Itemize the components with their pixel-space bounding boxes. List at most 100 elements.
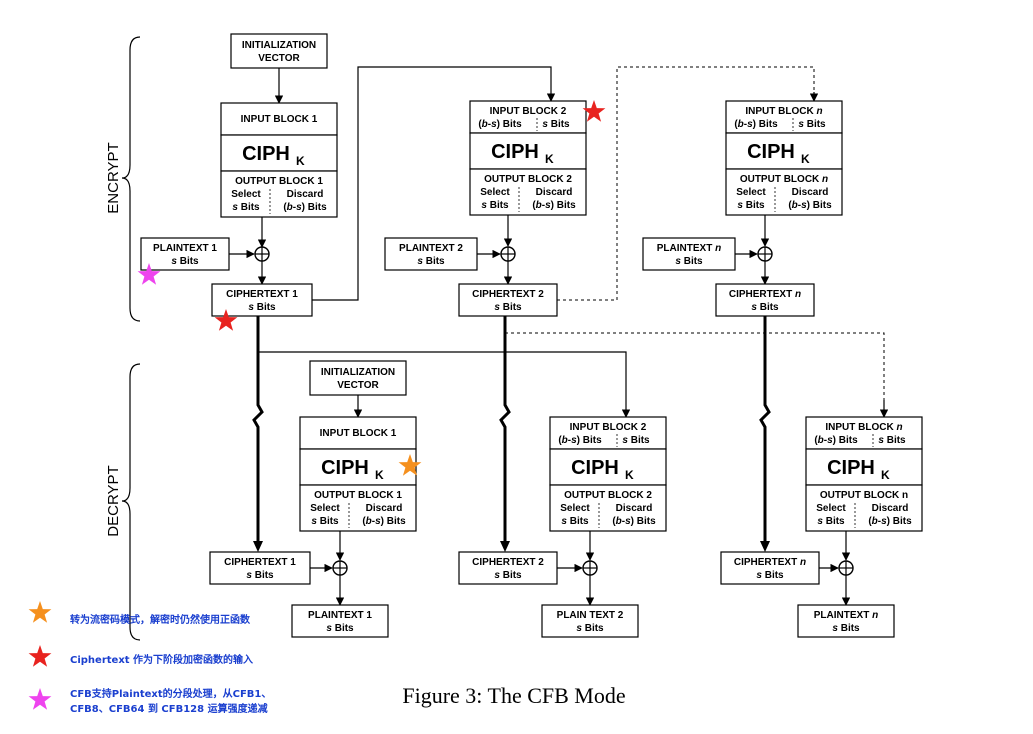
svg-text:s Bits: s Bits: [561, 516, 589, 527]
annotation-orange: 转为流密码模式，解密时仍然使用正函数: [70, 613, 251, 626]
svg-text:s Bits: s Bits: [675, 256, 703, 267]
svg-text:Select: Select: [310, 503, 340, 514]
svg-text:s Bits: s Bits: [248, 302, 276, 313]
svg-text:Select: Select: [560, 503, 590, 514]
orange-star-icon: [28, 601, 52, 623]
svg-text:CIPHERTEXT 1: CIPHERTEXT 1: [226, 289, 298, 300]
dec-cipher-block-1: INPUT BLOCK 1 CIPH K OUTPUT BLOCK 1 Sele…: [299, 416, 417, 532]
dec-plaintext-n: PLAINTEXT n s Bits: [797, 604, 895, 638]
svg-text:Discard: Discard: [536, 187, 573, 198]
svg-text:(b-s) Bits: (b-s) Bits: [734, 119, 778, 130]
enc-iv-box: INITIALIZATION VECTOR: [230, 33, 328, 69]
transmit-cn: [759, 316, 771, 544]
svg-text:K: K: [625, 468, 634, 482]
enc-cipher-block-n: INPUT BLOCK n (b-s) Bits s Bits CIPH K O…: [725, 100, 843, 216]
svg-text:s Bits: s Bits: [171, 256, 199, 267]
encrypt-label: ENCRYPT: [105, 142, 122, 213]
svg-text:s Bits: s Bits: [817, 516, 845, 527]
svg-text:(b-s) Bits: (b-s) Bits: [814, 435, 858, 446]
red-star-icon: [28, 645, 52, 667]
dec-plaintext-2: PLAIN TEXT 2 s Bits: [541, 604, 639, 638]
svg-text:OUTPUT BLOCK 2: OUTPUT BLOCK 2: [564, 490, 652, 501]
enc-xor-1: [254, 246, 270, 262]
svg-text:(b-s) Bits: (b-s) Bits: [612, 516, 656, 527]
svg-text:INPUT BLOCK n: INPUT BLOCK n: [745, 106, 822, 117]
svg-text:(b-s) Bits: (b-s) Bits: [283, 202, 327, 213]
svg-text:CIPH: CIPH: [321, 457, 369, 479]
svg-text:Select: Select: [231, 189, 261, 200]
transmit-c2: [499, 316, 511, 544]
dec-xor-2: [582, 560, 598, 576]
svg-text:s Bits: s Bits: [798, 119, 826, 130]
svg-text:CIPH: CIPH: [242, 143, 290, 165]
dec-xor-1: [332, 560, 348, 576]
svg-text:CIPHERTEXT n: CIPHERTEXT n: [734, 557, 806, 568]
svg-text:s Bits: s Bits: [878, 435, 906, 446]
enc-cipher-block-1: INPUT BLOCK 1 CIPH K OUTPUT BLOCK 1 Sele…: [220, 102, 338, 218]
dec-xor-n: [838, 560, 854, 576]
svg-text:CIPHERTEXT 2: CIPHERTEXT 2: [472, 289, 544, 300]
svg-text:s Bits: s Bits: [246, 570, 274, 581]
svg-text:INPUT BLOCK n: INPUT BLOCK n: [825, 422, 902, 433]
dec-cipher-block-n: INPUT BLOCK n (b-s) Bits s Bits CIPH K O…: [805, 416, 923, 532]
svg-text:PLAINTEXT n: PLAINTEXT n: [814, 610, 878, 621]
svg-text:K: K: [881, 468, 890, 482]
svg-text:s Bits: s Bits: [417, 256, 445, 267]
svg-text:(b-s) Bits: (b-s) Bits: [532, 200, 576, 211]
svg-text:PLAINTEXT n: PLAINTEXT n: [657, 243, 721, 254]
decrypt-brace: [121, 363, 141, 641]
decrypt-label: DECRYPT: [105, 465, 122, 536]
svg-text:s Bits: s Bits: [756, 570, 784, 581]
enc-ciphertext-1: CIPHERTEXT 1 s Bits: [211, 283, 313, 317]
figure-caption: Figure 3: The CFB Mode: [402, 683, 625, 708]
svg-text:s Bits: s Bits: [751, 302, 779, 313]
svg-text:K: K: [375, 468, 384, 482]
svg-text:CIPHERTEXT n: CIPHERTEXT n: [729, 289, 801, 300]
dec-ciphertext-1: CIPHERTEXT 1 s Bits: [209, 551, 311, 585]
svg-text:Discard: Discard: [872, 503, 909, 514]
annotation-magenta-line2: CFB8、CFB64 到 CFB128 运算强度递减: [70, 702, 268, 715]
enc-plaintext-n: PLAINTEXT n s Bits: [642, 237, 736, 271]
svg-text:s Bits: s Bits: [737, 200, 765, 211]
svg-text:CIPH: CIPH: [827, 457, 875, 479]
dec-iv-box: INITIALIZATION VECTOR: [309, 360, 407, 396]
svg-text:s Bits: s Bits: [622, 435, 650, 446]
svg-text:OUTPUT BLOCK n: OUTPUT BLOCK n: [820, 490, 908, 501]
svg-text:K: K: [801, 152, 810, 166]
svg-text:OUTPUT BLOCK 1: OUTPUT BLOCK 1: [235, 176, 323, 187]
svg-text:s Bits: s Bits: [542, 119, 570, 130]
svg-text:OUTPUT BLOCK n: OUTPUT BLOCK n: [740, 174, 828, 185]
enc-cipher-block-2: INPUT BLOCK 2 (b-s) Bits s Bits CIPH K O…: [469, 100, 587, 216]
svg-text:PLAINTEXT 2: PLAINTEXT 2: [399, 243, 463, 254]
dec-plaintext-1: PLAINTEXT 1 s Bits: [291, 604, 389, 638]
svg-text:Discard: Discard: [287, 189, 324, 200]
svg-text:Select: Select: [736, 187, 766, 198]
enc-ciphertext-n: CIPHERTEXT n s Bits: [715, 283, 815, 317]
svg-text:INPUT BLOCK 2: INPUT BLOCK 2: [570, 422, 647, 433]
svg-text:(b-s) Bits: (b-s) Bits: [558, 435, 602, 446]
svg-text:INPUT BLOCK 1: INPUT BLOCK 1: [320, 428, 397, 439]
annotation-magenta-line1: CFB支持Plaintext的分段处理，从CFB1、: [70, 687, 271, 700]
svg-text:s Bits: s Bits: [326, 623, 354, 634]
enc-ciphertext-2: CIPHERTEXT 2 s Bits: [458, 283, 558, 317]
svg-text:PLAIN TEXT 2: PLAIN TEXT 2: [557, 610, 624, 621]
magenta-star-icon: [28, 688, 52, 710]
svg-text:CIPH: CIPH: [747, 141, 795, 163]
enc-xor-n: [757, 246, 773, 262]
svg-text:s Bits: s Bits: [832, 623, 860, 634]
svg-text:INPUT BLOCK 2: INPUT BLOCK 2: [490, 106, 567, 117]
dec-cipher-block-2: INPUT BLOCK 2 (b-s) Bits s Bits CIPH K O…: [549, 416, 667, 532]
svg-text:Discard: Discard: [366, 503, 403, 514]
svg-text:PLAINTEXT 1: PLAINTEXT 1: [308, 610, 372, 621]
svg-text:CIPHERTEXT 2: CIPHERTEXT 2: [472, 557, 544, 568]
dec-ciphertext-2: CIPHERTEXT 2 s Bits: [458, 551, 558, 585]
svg-text:(b-s) Bits: (b-s) Bits: [362, 516, 406, 527]
svg-text:s Bits: s Bits: [576, 623, 604, 634]
svg-text:OUTPUT BLOCK 1: OUTPUT BLOCK 1: [314, 490, 402, 501]
svg-text:CIPHERTEXT 1: CIPHERTEXT 1: [224, 557, 296, 568]
encrypt-brace: [121, 36, 141, 322]
svg-text:K: K: [545, 152, 554, 166]
transmit-c1: [252, 316, 264, 544]
svg-text:Select: Select: [816, 503, 846, 514]
